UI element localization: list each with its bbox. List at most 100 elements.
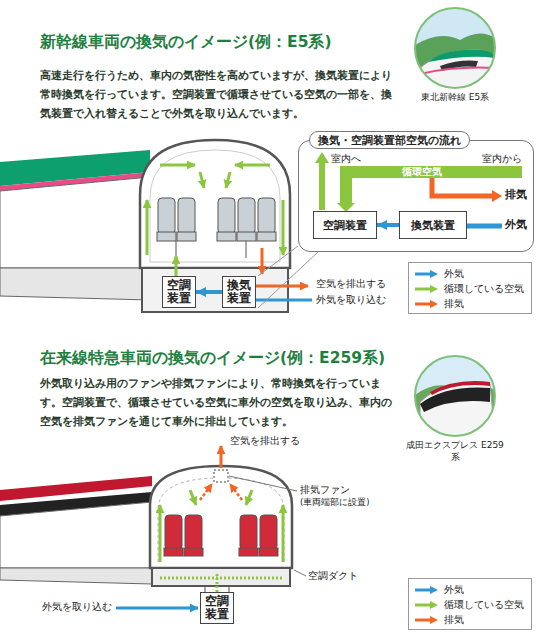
seat-back [238, 198, 255, 234]
intake-band [466, 224, 502, 229]
green-duct [216, 572, 219, 592]
legend-arrow [415, 273, 431, 276]
legend-swatch [414, 299, 440, 309]
photo-trees [415, 383, 495, 436]
circulation-arrows [147, 165, 283, 276]
legend-item: 循環している空気 [414, 282, 524, 296]
train-green-top [428, 50, 495, 62]
supply-head [315, 152, 329, 163]
flow-note: 外気を取り込む [316, 293, 386, 306]
equipment-box: 空調装置 [200, 592, 234, 624]
supply-arrow [319, 162, 325, 210]
legend-arrow-head [430, 601, 438, 609]
flow-label: 室内へ [331, 153, 361, 165]
legend-text: 排気 [444, 613, 464, 627]
green-arrow [175, 256, 178, 276]
photo-frame [415, 356, 495, 436]
part-name: 空調ダクト [308, 569, 358, 582]
photo-sky [415, 8, 495, 88]
train-nose [418, 50, 495, 88]
flow-label: 排気 [505, 188, 527, 202]
seat-back [218, 198, 235, 234]
seats [157, 198, 276, 258]
equipment-box: 空調装置 [313, 211, 377, 239]
legend-text: 循環している空気 [444, 598, 524, 612]
seat-back [240, 515, 257, 550]
legend-text: 外気 [444, 583, 464, 597]
legend-arrow-head [430, 300, 438, 308]
body-text: 外気取り込み用のファンや排気ファンにより、常時換気を行っています。空調装置で、循… [40, 374, 392, 431]
legend-swatch [414, 615, 440, 625]
legend-arrow [415, 303, 431, 306]
seat-cushion [164, 548, 183, 556]
seat-back [178, 198, 195, 234]
photo-caption: 東北新幹線 E5系 [400, 92, 510, 104]
seat-back [158, 198, 175, 234]
legend-text: 外気 [444, 267, 464, 281]
legend-arrow-head [430, 616, 438, 624]
section-title: 新幹線車両の換気のイメージ(例：E5系) [40, 32, 332, 52]
legend-arrow [415, 619, 431, 622]
seat-cushion [157, 232, 176, 241]
intake-line [256, 299, 312, 302]
e259-photo [415, 356, 495, 436]
leader-line [229, 476, 297, 491]
airflow-connector [377, 223, 399, 227]
legend-item: 循環している空気 [414, 598, 524, 612]
leader-line [294, 570, 306, 576]
green-arrow [190, 490, 196, 505]
body-text: 高速走行を行うため、車内の気密性を高めていますが、換気装置により常時換気を行って… [40, 66, 392, 123]
box-label: 換気装置 [411, 219, 455, 232]
underfloor [152, 568, 290, 586]
seat-back [258, 198, 275, 234]
legend-swatch [414, 585, 440, 595]
green-duct [160, 577, 283, 580]
box-label: 空調装置 [203, 595, 231, 621]
equipment-box: 換気装置 [222, 276, 256, 308]
equipment-box: 空調装置 [162, 276, 196, 308]
legend-swatch [414, 269, 440, 279]
photo-caption: 成田エクスプレス E259系 [405, 440, 505, 463]
flow-label: 循環空気 [402, 165, 442, 178]
part-name: 排気ファン [300, 483, 350, 496]
train-body [0, 502, 152, 568]
green-arrow [200, 172, 204, 188]
legend-swatch [414, 600, 440, 610]
flow-label: 外気 [505, 218, 527, 232]
flow-note: 空気を排出する [230, 434, 300, 447]
green-arrow [282, 200, 285, 255]
box-label: 空調装置 [165, 279, 193, 305]
legend-arrow [415, 604, 431, 607]
legend-item: 排気 [414, 613, 464, 627]
legend-swatch [414, 284, 440, 294]
circulation-arrows [160, 490, 283, 592]
train-skirt [0, 268, 150, 300]
green-arrow [282, 505, 285, 562]
train-body [0, 177, 150, 268]
exhaust-arrow [261, 248, 264, 274]
seat-back [165, 515, 182, 550]
legend-arrow [415, 288, 431, 291]
car-inner-wall [150, 150, 280, 262]
photo-sky [415, 356, 495, 436]
seat-back [260, 515, 277, 550]
seat-cushion [177, 232, 196, 241]
train-red-roof [430, 381, 490, 395]
e5-photo [415, 8, 495, 88]
train-window-band [420, 388, 490, 412]
flow-label: 室内から [482, 153, 522, 165]
callout-heading: 換気・空調装置部空気の流れ [309, 131, 470, 149]
equipment-box: 換気装置 [399, 211, 467, 239]
legend-item: 外気 [414, 267, 464, 281]
exhaust-band [432, 178, 492, 196]
airflow-connector [196, 290, 222, 294]
orange-arrow [230, 484, 242, 500]
flow-note: 空気を排出する [316, 277, 386, 290]
underfloor [142, 268, 288, 312]
legend-item: 排気 [414, 297, 464, 311]
green-arrow [246, 490, 252, 505]
flow-note: 外気を取り込む [42, 600, 112, 613]
green-arrow [159, 505, 162, 562]
legend-item: 外気 [414, 583, 464, 597]
